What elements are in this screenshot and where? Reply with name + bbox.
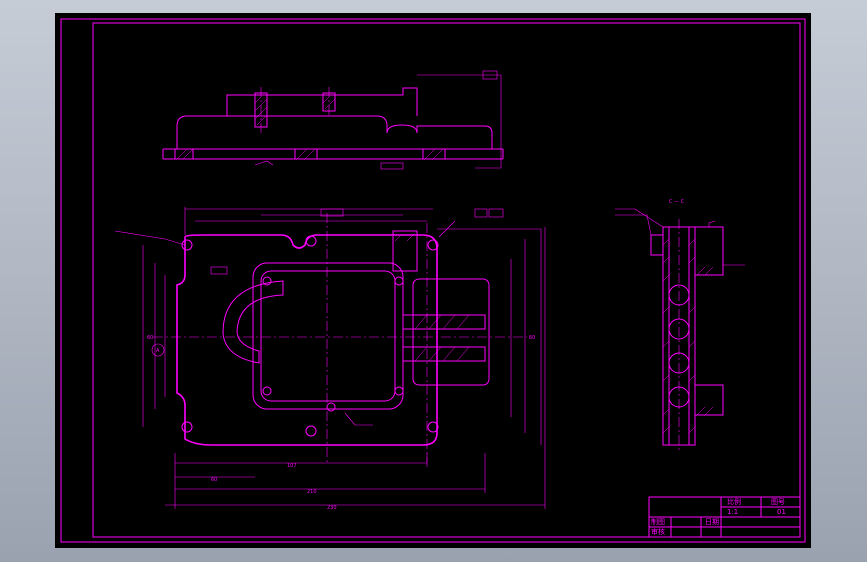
dim-60b: 60 [529, 335, 535, 341]
title-block [648, 496, 801, 538]
drawing-no-value: 01 [777, 508, 786, 516]
date-label: 日期 [705, 518, 719, 526]
scale-label: 比例 [727, 498, 741, 506]
drawing-sheet: A 107 60 210 230 60 60 C — C [55, 13, 811, 548]
dim-230: 230 [327, 505, 337, 511]
dim-60: 60 [211, 477, 217, 483]
cad-drawing: A 107 60 210 230 60 60 C — C [60, 18, 806, 543]
datum-a-label: A [156, 348, 160, 354]
dim-107: 107 [287, 463, 297, 469]
section-cc-label: C — C [669, 199, 685, 205]
checked-label: 审核 [651, 528, 665, 536]
section-view-cc [615, 208, 745, 453]
inner-border [92, 22, 801, 538]
top-elevation-view [162, 70, 504, 170]
outer-border [60, 18, 806, 543]
dim-60c: 60 [147, 335, 153, 341]
scale-value: 1:1 [727, 508, 739, 516]
plan-view [114, 207, 546, 509]
drawing-no-label: 图号 [771, 498, 785, 506]
dim-210: 210 [307, 489, 317, 495]
drafted-label: 制图 [651, 518, 665, 526]
